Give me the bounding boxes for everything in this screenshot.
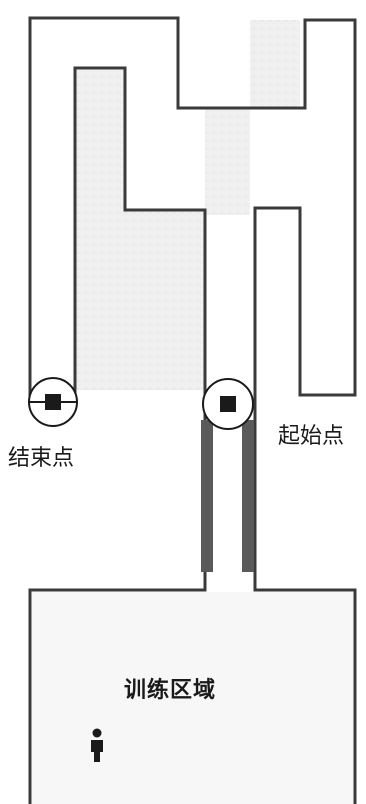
square-marker-icon (220, 396, 236, 412)
end-point-label: 结束点 (8, 446, 75, 471)
training-area-floor (32, 592, 353, 804)
training-area-label: 训练区域 (124, 678, 217, 703)
maze-floor-shading (30, 18, 300, 390)
training-area-wall (28, 575, 357, 804)
maze-wall (28, 16, 357, 575)
corridor-wall-right (242, 420, 254, 572)
maze-inner-wall (73, 66, 207, 575)
start-point-marker (202, 378, 254, 430)
person-icon (91, 728, 103, 762)
start-point-label: 起始点 (278, 424, 345, 449)
corridor-wall-left (201, 420, 213, 572)
square-marker-icon (45, 394, 61, 410)
end-point-marker (28, 377, 78, 427)
